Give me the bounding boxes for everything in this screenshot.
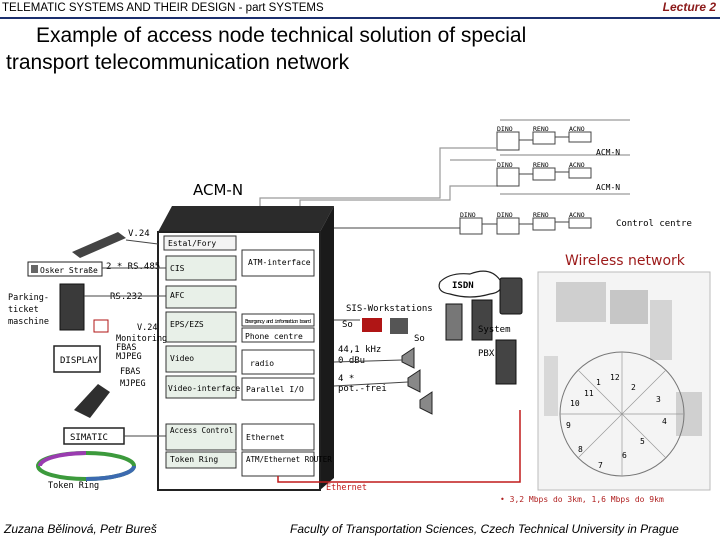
isdn-phone-icon [362, 318, 382, 332]
svg-text:4: 4 [662, 417, 667, 426]
svg-text:2: 2 [631, 383, 636, 392]
workstation-icon [390, 318, 408, 334]
radio-label: radio [250, 359, 274, 368]
svg-text:3: 3 [656, 395, 661, 404]
video-camera-icon [74, 384, 110, 418]
svg-text:5: 5 [640, 437, 645, 446]
rs485-label: 2 * RS.485 [106, 262, 160, 272]
monitoring-label: Monitoring [116, 334, 167, 344]
dino-2-label: DINO [497, 161, 513, 169]
fbas-1-label: FBAS [116, 343, 136, 353]
ethernet-red-label: Ethernet [326, 483, 367, 493]
osker-label: Osker Straße [40, 266, 98, 275]
svg-text:1: 1 [596, 378, 601, 387]
so-label-1: So [342, 320, 353, 330]
phone-centre-label: Phone centre [245, 332, 303, 341]
backbone-lines [259, 119, 630, 206]
khz-line-1: 44,1 kHz [338, 345, 381, 355]
access-control-label: Access Control [170, 426, 233, 435]
parking-line-3: maschine [8, 317, 49, 327]
parking-machine-icon [59, 283, 85, 331]
svg-text:12: 12 [610, 373, 620, 382]
svg-text:11: 11 [584, 389, 594, 398]
header-divider [0, 17, 720, 19]
token-ring-module-label: Token Ring [170, 455, 218, 464]
cis-label: CIS [170, 264, 185, 273]
isdn-label: ISDN [452, 281, 474, 291]
dino-1-label: DINO [497, 125, 513, 133]
acno-1-label: ACNO [569, 125, 585, 133]
so-label-2: So [414, 334, 425, 344]
osker-strasse-sign [27, 261, 103, 277]
eps-ezs-label: EPS/EZS [170, 320, 204, 329]
terminal-device-icon [72, 232, 126, 258]
speed-note: • 3,2 Mbps do 3km, 1,6 Mbps do 9km [500, 495, 664, 504]
fbas-2-label: FBAS [120, 367, 140, 377]
node-box-top [158, 206, 334, 232]
server-towers [445, 277, 523, 385]
v24-top-label: V.24 [128, 229, 150, 239]
speaker-icons [401, 347, 433, 415]
dino-reno-acno-row-1: DINO RENO ACNO [496, 125, 592, 151]
video-interface-label: Video-interface [168, 384, 240, 393]
pbx-label: PBX [478, 349, 495, 359]
svg-text:6: 6 [622, 451, 627, 460]
reno-2-label: RENO [533, 161, 549, 169]
dino-reno-acno-row-3: DINO DINO RENO ACNO [334, 211, 592, 235]
svg-text:7: 7 [598, 461, 603, 470]
dino-3b-label: DINO [497, 211, 513, 219]
mjpeg-2-label: MJPEG [120, 379, 146, 389]
wireless-network-label: Wireless network [565, 253, 686, 269]
display-label: DISPLAY [60, 356, 99, 366]
parking-line-2: ticket [8, 305, 39, 315]
estal-label: Estal/Fory [168, 239, 216, 248]
token-ring-caption: Token Ring [48, 481, 99, 491]
svg-text:8: 8 [578, 445, 583, 454]
sis-workstations-label: SIS-Workstations [346, 304, 433, 314]
isdn-cloud: ISDN [438, 270, 502, 298]
mjpeg-1-label: MJPEG [116, 352, 142, 362]
parking-line-1: Parking- [8, 293, 49, 303]
node-modules [163, 235, 315, 477]
afc-label: AFC [170, 291, 185, 300]
pot-line-1: 4 * [338, 374, 354, 384]
reno-1-label: RENO [533, 125, 549, 133]
display-box [53, 345, 101, 373]
emergency-board-label: Emergency and information board [245, 319, 311, 325]
acm-n-top-label-1: ACM-N [596, 148, 620, 157]
video-label: Video [170, 354, 194, 363]
pot-line-2: pot.-frei [338, 384, 387, 394]
camera-icon [93, 319, 109, 333]
lecture-label: Lecture 2 [662, 0, 716, 14]
node-box-side [320, 206, 334, 490]
system-label: System [478, 325, 511, 335]
wheel-numbers: 1 2 3 4 5 6 7 8 9 10 11 12 [566, 373, 667, 470]
ethernet-red-line [277, 410, 521, 483]
acno-3-label: ACNO [569, 211, 585, 219]
authors-footer: Zuzana Bělinová, Petr Bureš [4, 522, 157, 536]
svg-text:9: 9 [566, 421, 571, 430]
title-line-2: transport telecommunication network [6, 51, 350, 74]
slide-title: Example of access node technical solutio… [6, 22, 706, 76]
title-line-1: Example of access node technical solutio… [36, 24, 527, 47]
parallel-io-label: Parallel I/O [246, 385, 304, 394]
faculty-footer: Faculty of Transportation Sciences, Czec… [290, 522, 679, 536]
dino-3a-label: DINO [460, 211, 476, 219]
course-header: TELEMATIC SYSTEMS AND THEIR DESIGN - par… [2, 2, 324, 14]
atm-interface-label: ATM-interface [248, 258, 311, 267]
control-centre-label: Control centre [616, 219, 692, 229]
reno-3-label: RENO [533, 211, 549, 219]
acm-n-main-label: ACM-N [193, 181, 243, 199]
acm-n-top-label-2: ACM-N [596, 183, 620, 192]
v24-mid-label: V.24 [137, 323, 157, 333]
atm-ethernet-router-label: ATM/Ethernet ROUTER [246, 455, 332, 464]
rs232-label: RS.232 [110, 292, 143, 302]
dino-reno-acno-row-2: DINO RENO ACNO [496, 161, 592, 187]
simatic-label: SIMATIC [70, 433, 108, 443]
ethernet-module-label: Ethernet [246, 433, 285, 442]
acno-2-label: ACNO [569, 161, 585, 169]
svg-text:10: 10 [570, 399, 580, 408]
